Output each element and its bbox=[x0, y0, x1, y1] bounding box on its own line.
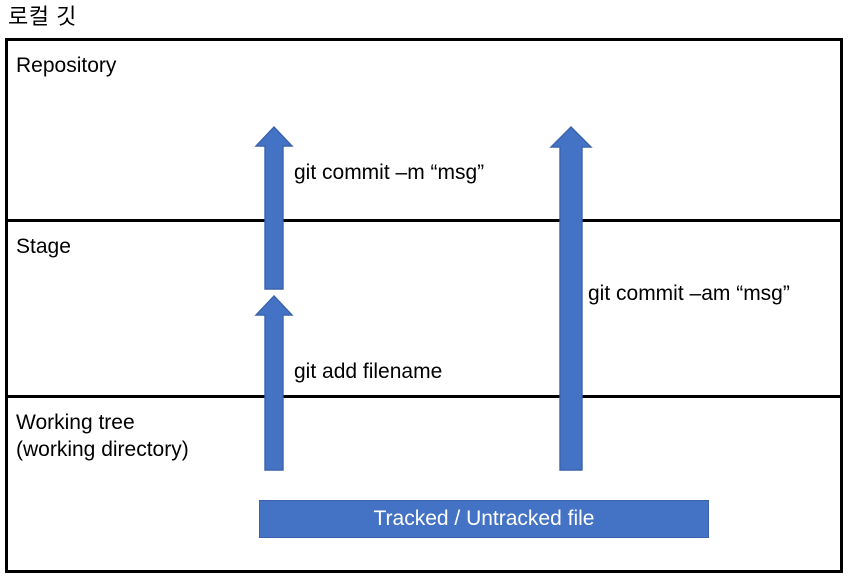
arrow-stage-to-repository bbox=[254, 125, 294, 291]
command-label-git-add: git add filename bbox=[294, 360, 443, 383]
arrow-working-tree-to-stage bbox=[254, 294, 294, 472]
command-label-git-commit-m: git commit –m “msg” bbox=[294, 161, 485, 184]
diagram-title: 로컬 깃 bbox=[8, 4, 77, 29]
arrow-working-tree-to-repository bbox=[549, 125, 593, 472]
section-label-stage: Stage bbox=[16, 235, 71, 258]
divider-repository-stage bbox=[5, 219, 843, 222]
divider-stage-working-tree bbox=[5, 395, 843, 398]
section-label-working-tree: Working tree (working directory) bbox=[16, 411, 189, 461]
tracked-untracked-file-bar: Tracked / Untracked file bbox=[259, 500, 709, 538]
section-label-repository: Repository bbox=[16, 54, 117, 77]
arrow-up-icon bbox=[254, 294, 294, 471]
arrow-up-icon bbox=[254, 125, 294, 290]
command-label-git-commit-am: git commit –am “msg” bbox=[588, 282, 790, 305]
arrow-up-icon bbox=[549, 126, 593, 471]
file-bar-label: Tracked / Untracked file bbox=[373, 507, 595, 530]
local-git-frame bbox=[5, 38, 843, 573]
